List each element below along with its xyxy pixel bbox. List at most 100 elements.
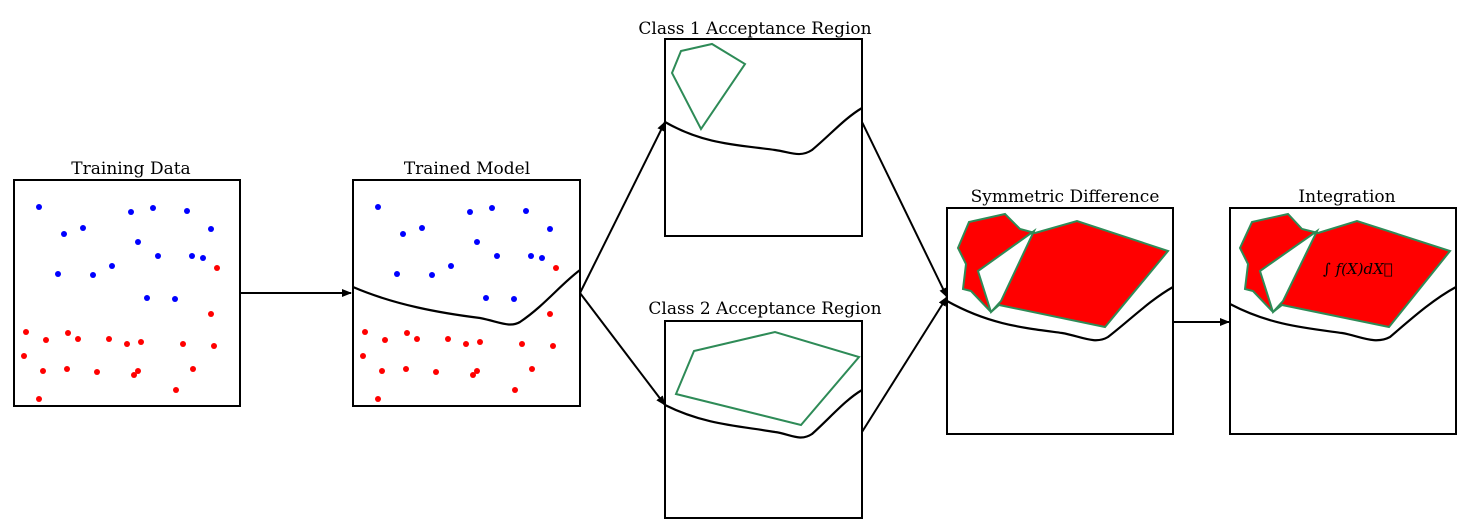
class-blue-point <box>109 263 115 269</box>
class2-boundary-curve <box>664 389 863 439</box>
class-red-point <box>529 366 535 372</box>
class-blue-point <box>200 255 206 261</box>
training-data-title: Training Data <box>71 159 190 179</box>
class1-acceptance-polygon <box>670 42 747 131</box>
class-red-point <box>214 265 220 271</box>
class-red-point <box>135 368 141 374</box>
class-red-point <box>550 343 556 349</box>
symmetric-difference-title: Symmetric Difference <box>971 187 1160 207</box>
class-red-point <box>463 341 469 347</box>
integration-overlap-hole <box>1258 227 1320 314</box>
class-red-point <box>404 330 410 336</box>
integration-region-fill <box>1238 212 1452 329</box>
integral-formula: ∫ f(X)dX⃗ <box>1323 260 1393 278</box>
class-blue-point <box>80 225 86 231</box>
arrow-class1-to-difference <box>861 121 948 298</box>
integration-frame <box>1229 207 1457 435</box>
arrow-model-to-class2 <box>579 292 666 406</box>
class-red-point <box>124 341 130 347</box>
class-red-point <box>106 336 112 342</box>
class-blue-point <box>172 296 178 302</box>
class-red-point <box>75 336 81 342</box>
class-blue-point <box>144 295 150 301</box>
class-blue-point <box>539 255 545 261</box>
flow-arrows <box>240 121 1230 433</box>
class-red-point <box>433 369 439 375</box>
class2-region-panel: Class 2 Acceptance Region <box>648 299 882 519</box>
integration-panel: Integration ∫ f(X)dX⃗ <box>1229 187 1457 435</box>
class-blue-point <box>528 253 534 259</box>
class-red-point <box>360 353 366 359</box>
class-blue-point <box>394 271 400 277</box>
class-red-point <box>36 396 42 402</box>
arrow-model-to-class1 <box>579 121 666 294</box>
training-points <box>21 204 220 402</box>
trained-model-points <box>360 204 559 402</box>
class-red-point <box>512 387 518 393</box>
class-red-point <box>131 372 137 378</box>
class-red-point <box>362 329 368 335</box>
class1-boundary-curve <box>664 107 863 156</box>
class-blue-point <box>184 208 190 214</box>
class-red-point <box>94 369 100 375</box>
class-red-point <box>382 337 388 343</box>
class-red-point <box>43 337 49 343</box>
class-blue-point <box>448 263 454 269</box>
class-blue-point <box>90 272 96 278</box>
class-red-point <box>173 387 179 393</box>
class-red-point <box>138 339 144 345</box>
class-blue-point <box>208 226 214 232</box>
class1-region-title: Class 1 Acceptance Region <box>638 19 871 39</box>
class-red-point <box>190 366 196 372</box>
class-blue-point <box>429 272 435 278</box>
class-red-point <box>211 343 217 349</box>
class-red-point <box>65 330 71 336</box>
class-red-point <box>21 353 27 359</box>
integration-title: Integration <box>1298 187 1395 207</box>
class-blue-point <box>467 209 473 215</box>
trained-model-title: Trained Model <box>404 159 530 179</box>
class-red-point <box>375 396 381 402</box>
class-blue-point <box>36 204 42 210</box>
class-blue-point <box>135 239 141 245</box>
class-red-point <box>403 366 409 372</box>
class-red-point <box>208 311 214 317</box>
class-red-point <box>379 368 385 374</box>
class-blue-point <box>189 253 195 259</box>
class-red-point <box>64 366 70 372</box>
integration-boundary-curve <box>1229 286 1457 342</box>
decision-boundary-curve <box>352 269 581 326</box>
class-red-point <box>470 372 476 378</box>
class-red-point <box>445 336 451 342</box>
difference-boundary-curve <box>946 286 1174 342</box>
class-blue-point <box>494 253 500 259</box>
class-blue-point <box>375 204 381 210</box>
overlap-hole <box>976 227 1037 314</box>
difference-region-fill <box>956 212 1170 329</box>
class-blue-point <box>511 296 517 302</box>
class-blue-point <box>547 226 553 232</box>
class-blue-point <box>155 253 161 259</box>
class-red-point <box>40 368 46 374</box>
training-data-frame <box>13 179 241 407</box>
class-red-point <box>180 341 186 347</box>
class-blue-point <box>489 205 495 211</box>
class2-acceptance-polygon <box>674 330 861 427</box>
class-red-point <box>474 368 480 374</box>
class-red-point <box>477 339 483 345</box>
class-red-point <box>23 329 29 335</box>
class-red-point <box>414 336 420 342</box>
class-red-point <box>553 265 559 271</box>
class-blue-point <box>55 271 61 277</box>
symmetric-difference-panel: Symmetric Difference <box>946 187 1174 435</box>
class-blue-point <box>61 231 67 237</box>
class-blue-point <box>400 231 406 237</box>
class-blue-point <box>474 239 480 245</box>
training-data-panel: Training Data <box>13 159 241 407</box>
class2-region-frame <box>664 320 863 519</box>
class-red-point <box>519 341 525 347</box>
class-blue-point <box>483 295 489 301</box>
class-red-point <box>547 311 553 317</box>
class1-region-panel: Class 1 Acceptance Region <box>638 19 872 237</box>
